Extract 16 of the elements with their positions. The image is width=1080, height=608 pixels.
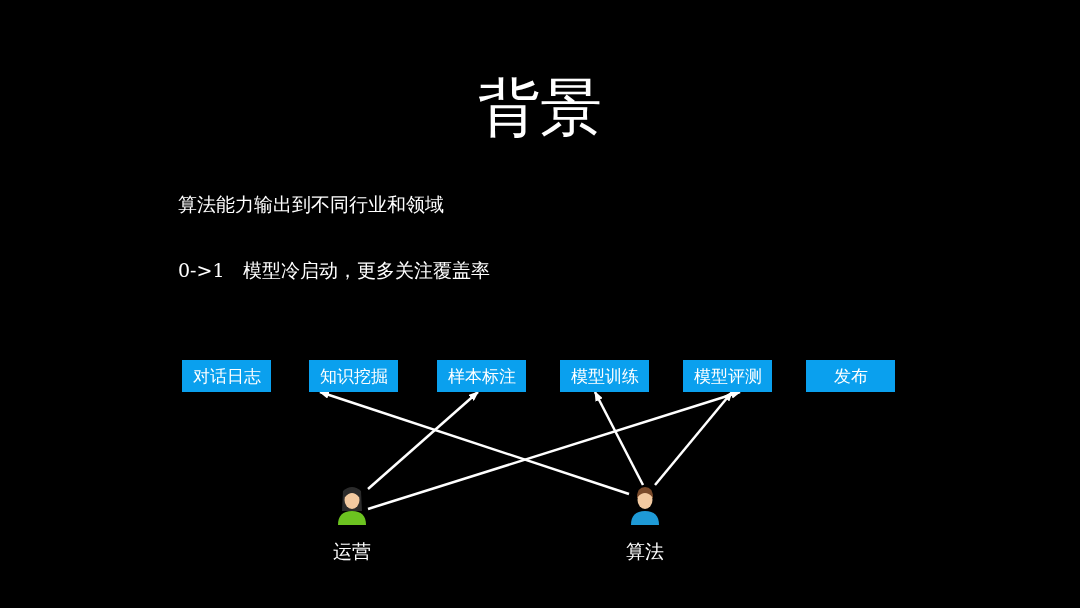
- text-line: 0->1 模型冷启动，更多关注覆盖率: [178, 258, 490, 283]
- process-box: 模型评测: [683, 360, 772, 392]
- text-line: 算法能力输出到不同行业和领域: [178, 192, 444, 217]
- process-box: 知识挖掘: [309, 360, 398, 392]
- arrow: [367, 391, 479, 490]
- process-box: 对话日志: [182, 360, 271, 392]
- arrow: [319, 390, 630, 496]
- arrow: [593, 391, 645, 486]
- person-label: 运营: [332, 539, 372, 563]
- arrow: [367, 390, 741, 511]
- process-box: 模型训练: [560, 360, 649, 392]
- person-label: 算法: [625, 539, 665, 563]
- process-box: 发布: [806, 360, 895, 392]
- arrow: [654, 391, 733, 486]
- title: 背景: [477, 70, 603, 146]
- process-box: 样本标注: [437, 360, 526, 392]
